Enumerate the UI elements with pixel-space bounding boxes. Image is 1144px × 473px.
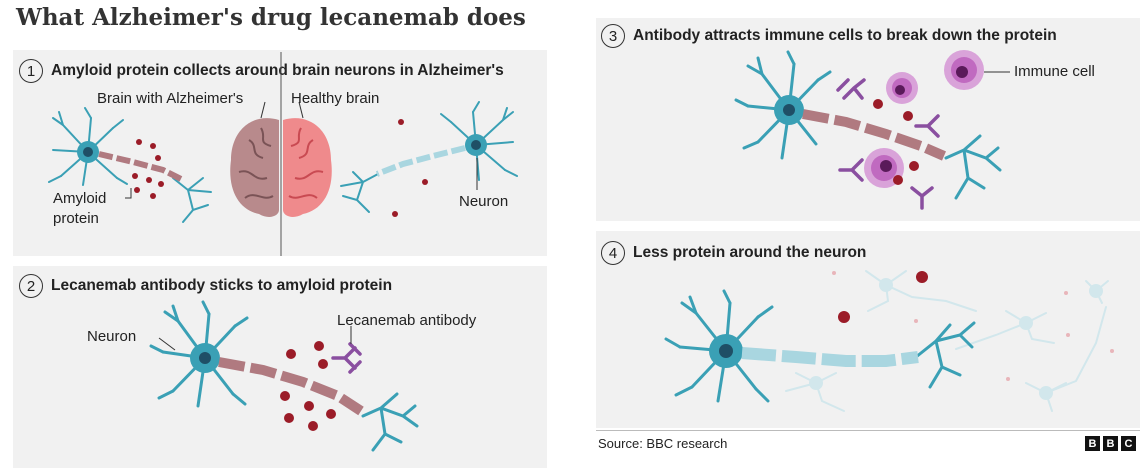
panel-2-step: 2 Lecanemab antibody sticks to amyloid p… — [19, 274, 392, 298]
panel-1: 1 Amyloid protein collects around brain … — [13, 50, 547, 256]
panel-3-illustration — [734, 50, 1010, 210]
background-neurons — [785, 270, 1109, 412]
panel-4-illustration — [664, 270, 1114, 412]
axon-healthy — [375, 145, 466, 177]
pointer-healthy — [298, 101, 304, 119]
step-number: 4 — [601, 241, 625, 265]
nucleus — [199, 352, 211, 364]
antibodies — [836, 78, 940, 210]
panel-1-illustration — [48, 52, 518, 256]
label-neuron: Neuron — [87, 328, 137, 345]
label-neuron: Neuron — [459, 193, 509, 210]
axon-healthy — [741, 347, 919, 367]
neuron-left — [48, 107, 212, 223]
brain-alzheimers — [230, 118, 279, 217]
label-lecanemab-antibody: Lecanemab antibody — [337, 312, 477, 329]
amyloid-remaining — [832, 271, 1114, 381]
axon-diseased — [218, 357, 364, 416]
step-number: 1 — [19, 59, 43, 83]
neuron — [149, 300, 419, 452]
axon-diseased — [802, 109, 946, 161]
step-number: 3 — [601, 24, 625, 48]
step-number: 2 — [19, 274, 43, 298]
neuron — [734, 50, 1002, 200]
panel-4-step: 4 Less protein around the neuron — [601, 241, 866, 265]
nucleus — [783, 104, 795, 116]
lecanemab-antibody — [331, 342, 362, 374]
pointer-neuron — [158, 337, 176, 351]
amyloid-left — [132, 139, 164, 199]
amyloid — [873, 99, 919, 185]
logo-letter: C — [1121, 436, 1136, 451]
source-rule — [596, 430, 1140, 431]
amyloid-pointer — [125, 188, 132, 199]
amyloid — [280, 341, 336, 431]
label-healthy-brain: Healthy brain — [291, 90, 380, 107]
nucleus — [719, 344, 733, 358]
logo-letter: B — [1085, 436, 1100, 451]
panel-2-illustration — [149, 300, 419, 452]
neuron — [664, 289, 976, 403]
panel-4: 4 Less protein around the neuron — [596, 231, 1140, 428]
label-protein: protein — [53, 210, 99, 227]
amyloid-sparse — [392, 119, 428, 217]
step-heading: Antibody attracts immune cells to break … — [633, 27, 1057, 44]
immune-cells — [864, 50, 984, 188]
page-title: What Alzheimer's drug lecanemab does — [16, 4, 526, 31]
brain-healthy — [283, 118, 332, 217]
bbc-logo: B B C — [1085, 436, 1136, 451]
axon-diseased — [98, 151, 185, 183]
label-brain-alzheimers: Brain with Alzheimer's — [97, 90, 244, 107]
panel-2: 2 Lecanemab antibody sticks to amyloid p… — [13, 266, 547, 468]
panel-1-step: 1 Amyloid protein collects around brain … — [19, 59, 504, 83]
panel-3: 3 Antibody attracts immune cells to brea… — [596, 18, 1140, 221]
logo-letter: B — [1103, 436, 1118, 451]
nucleus — [471, 140, 481, 150]
step-heading: Lecanemab antibody sticks to amyloid pro… — [51, 277, 393, 294]
pointer-alz — [260, 101, 266, 119]
label-amyloid: Amyloid — [53, 190, 107, 207]
step-heading: Less protein around the neuron — [633, 244, 867, 261]
panel-3-step: 3 Antibody attracts immune cells to brea… — [601, 24, 1057, 48]
source-text: Source: BBC research — [598, 436, 728, 451]
nucleus — [83, 147, 93, 157]
label-immune-cell: Immune cell — [1014, 63, 1095, 80]
step-heading: Amyloid protein collects around brain ne… — [51, 62, 504, 79]
neuron-right — [340, 101, 518, 213]
